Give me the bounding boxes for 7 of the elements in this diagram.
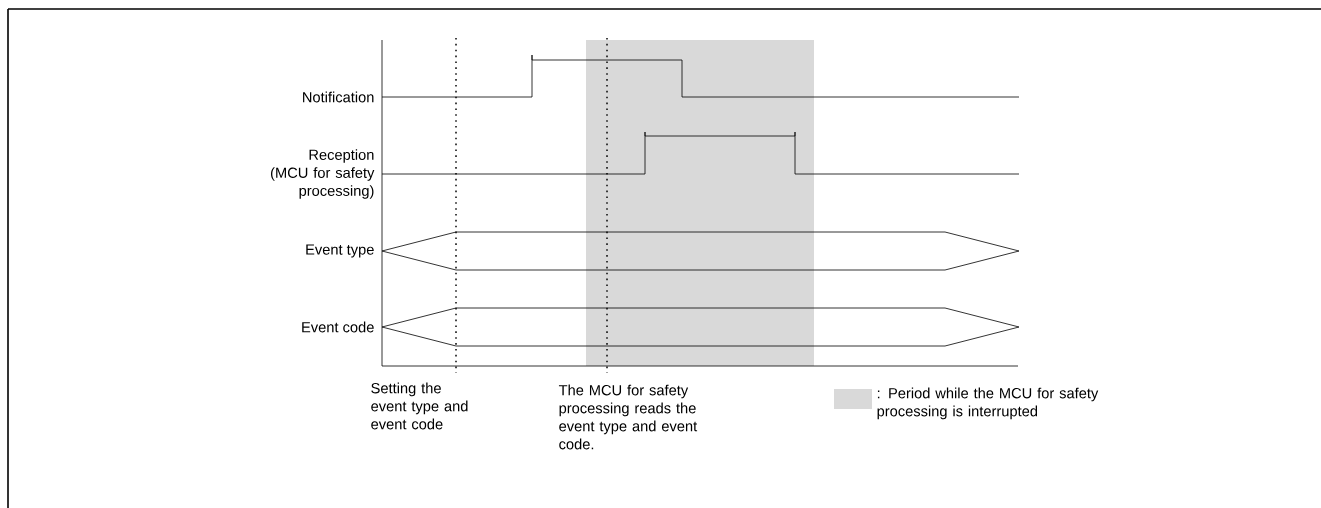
signal-label: Event type: [306, 244, 374, 258]
signal-label: Reception (MCU for safety processing): [271, 149, 375, 199]
signal-label: Event code: [302, 321, 374, 333]
annotation-text: Setting the event type and event code: [371, 382, 468, 430]
signal-label: Notification: [303, 91, 374, 103]
annotation-text: The MCU for safety processing reads the event type and event code.: [558, 384, 698, 450]
legend-text: : Period while the MCU for safety processing is interrupted: [877, 387, 1099, 420]
